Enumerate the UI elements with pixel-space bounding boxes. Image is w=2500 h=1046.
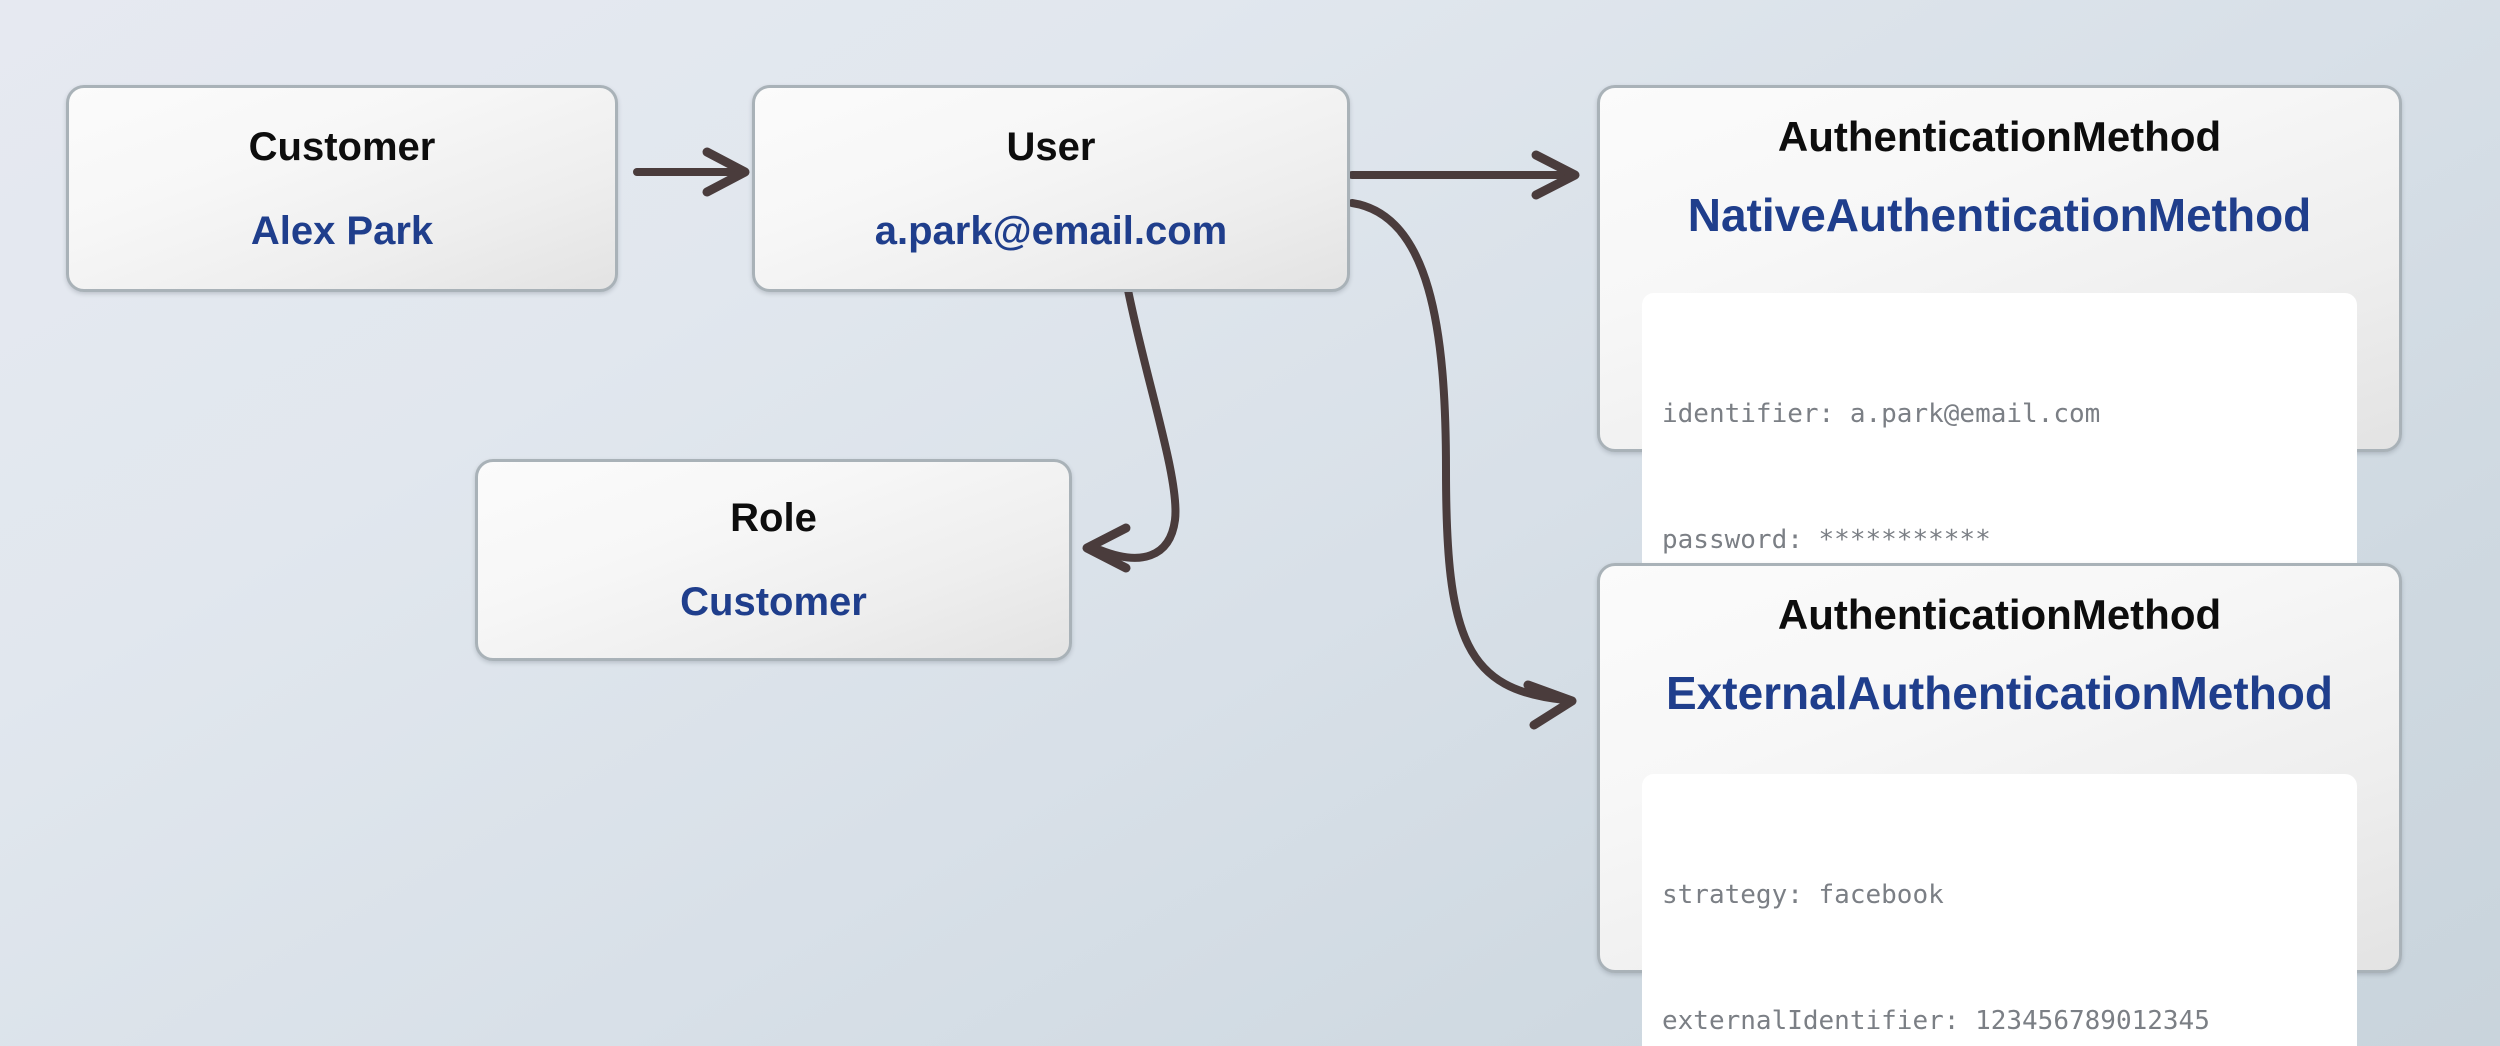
attribute-panel: strategy: facebook externalIdentifier: 1…	[1642, 774, 2357, 1046]
entity-type-label: User	[1006, 124, 1096, 169]
entity-value-label: NativeAuthenticationMethod	[1687, 189, 2312, 241]
entity-value-label: ExternalAuthenticationMethod	[1665, 667, 2334, 719]
entity-type-label: Role	[730, 496, 817, 540]
entity-node-customer[interactable]: Customer Alex Park	[66, 85, 618, 292]
entity-node-external-authentication-method[interactable]: AuthenticationMethod ExternalAuthenticat…	[1597, 563, 2402, 1046]
attribute-line: strategy: facebook	[1662, 880, 1944, 910]
entity-type-label: AuthenticationMethod	[1777, 591, 2222, 638]
edge-user-to-role	[1082, 286, 1180, 573]
attribute-line: identifier: a.park@email.com	[1662, 399, 2101, 429]
entity-value-label: Customer	[680, 580, 867, 624]
entity-value-label: Alex Park	[250, 208, 434, 253]
attribute-line: password: ***********	[1662, 525, 1991, 555]
edge-user-to-external-auth	[1348, 199, 1577, 730]
attribute-line: externalIdentifier: 123456789012345	[1662, 1006, 2210, 1036]
entity-node-role[interactable]: Role Customer	[475, 459, 1072, 661]
edge-user-to-native-auth	[1348, 150, 1580, 200]
entity-type-label: AuthenticationMethod	[1777, 113, 2222, 160]
entity-node-user[interactable]: User a.park@email.com	[752, 85, 1350, 292]
entity-type-label: Customer	[248, 124, 436, 169]
entity-node-native-authentication-method[interactable]: AuthenticationMethod NativeAuthenticatio…	[1597, 85, 2402, 663]
entity-value-label: a.park@email.com	[874, 208, 1228, 253]
edge-customer-to-user	[633, 147, 750, 197]
